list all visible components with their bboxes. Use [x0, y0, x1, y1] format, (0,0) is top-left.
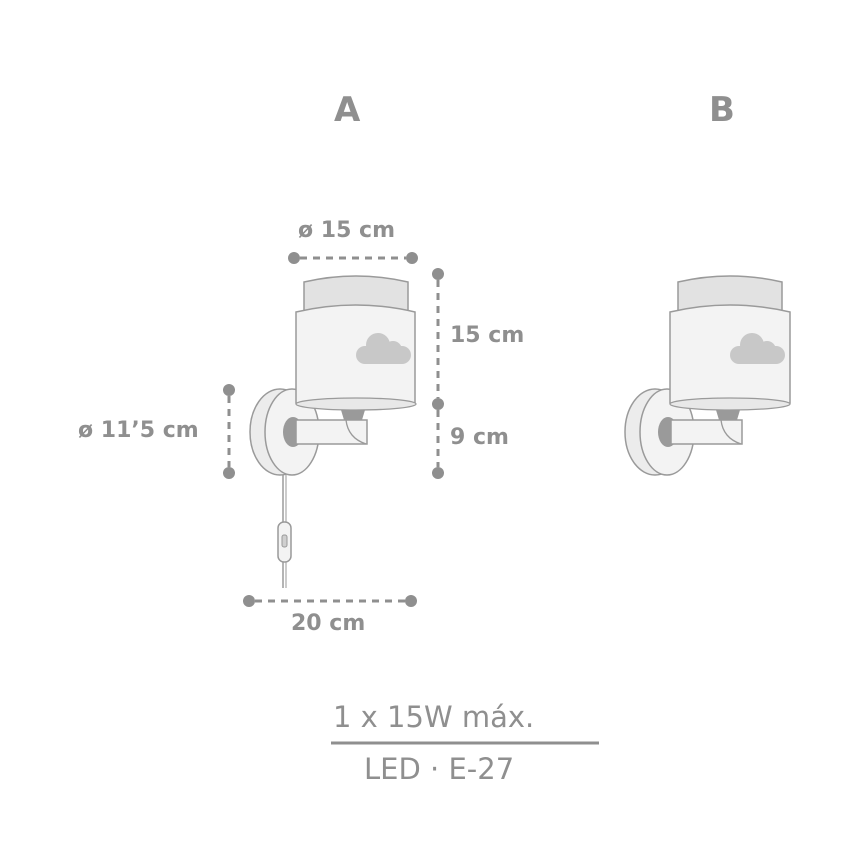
variant-b-label: B: [709, 90, 735, 130]
depth-label: 20 cm: [291, 611, 366, 636]
base-height-label: 9 cm: [450, 425, 509, 450]
lamp-a-illustration: [249, 275, 417, 588]
shade-height-label: 15 cm: [450, 323, 525, 348]
power-spec: 1 x 15W máx.: [333, 700, 535, 734]
variant-a-label: A: [334, 90, 361, 130]
lamp-b-illustration: [624, 275, 791, 476]
dimension-lines: [223, 252, 444, 607]
wall-plate-diameter-label: ø 11’5 cm: [78, 418, 199, 443]
shade-diameter-label: ø 15 cm: [298, 218, 396, 243]
bulb-spec: LED · E-27: [364, 752, 515, 786]
